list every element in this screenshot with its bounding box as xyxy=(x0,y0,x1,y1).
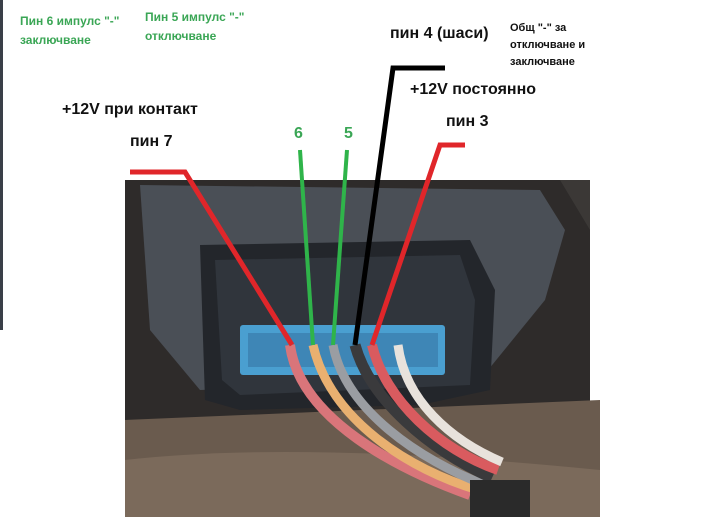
pin5-title: Пин 5 импулс "-" xyxy=(145,10,245,24)
pin5-leader-line xyxy=(331,149,349,346)
pin4-label: пин 4 (шаси) xyxy=(390,25,489,42)
pin6-subtitle: заключване xyxy=(20,33,91,47)
pin6-leader-line xyxy=(298,149,315,346)
pin5-subtitle: отключване xyxy=(145,29,217,43)
pin7-label: пин 7 xyxy=(130,133,173,150)
pin5-description: Пин 5 импулс "-" отключване xyxy=(145,10,244,44)
pin3-leader-line xyxy=(369,142,465,346)
connector-photo xyxy=(125,180,600,517)
pin6-number: 6 xyxy=(294,125,303,142)
common-minus-line-1: Общ "-" за xyxy=(510,22,567,34)
common-minus-line-3: заключване xyxy=(510,56,575,69)
pin4-leader-line xyxy=(352,65,445,346)
plus12-ignition-label: +12V при контакт xyxy=(62,101,198,118)
pin3-label: пин 3 xyxy=(446,113,489,130)
pin6-description: Пин 6 импулс "-" заключване xyxy=(20,14,119,48)
left-edge-strip xyxy=(0,0,3,330)
plus12-constant-label: +12V постоянно xyxy=(410,81,537,98)
common-minus-note: Общ "-" за отключване и заключване xyxy=(510,20,585,71)
pin6-title: Пин 6 импулс "-" xyxy=(20,14,120,28)
pin7-leader-line xyxy=(130,169,295,347)
common-minus-line-2: отключване и xyxy=(510,39,586,52)
pin5-number: 5 xyxy=(344,125,353,142)
